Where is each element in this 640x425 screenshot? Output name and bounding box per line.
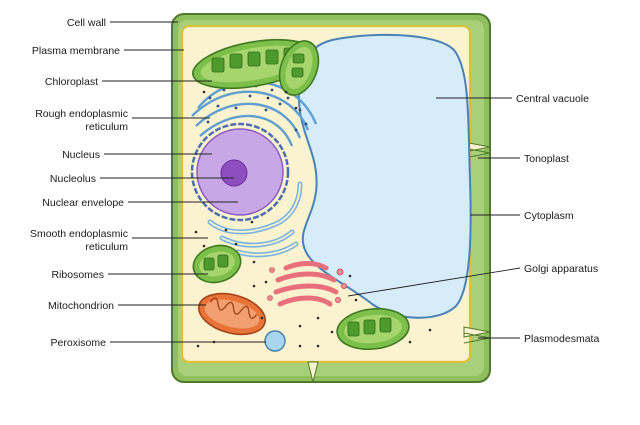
label-ribosomes: Ribosomes xyxy=(51,269,104,281)
label-cell-wall-line: Cell wall xyxy=(67,17,106,29)
label-golgi-apparatus: Golgi apparatus xyxy=(524,263,598,275)
label-golgi-apparatus-line: Golgi apparatus xyxy=(524,263,598,275)
label-plasma-membrane-line: Plasma membrane xyxy=(32,45,120,57)
label-chloroplast-line: Chloroplast xyxy=(45,76,98,88)
mitochondrion-shape xyxy=(197,292,267,336)
label-central-vacuole-line: Central vacuole xyxy=(516,93,589,105)
free-ribosomes xyxy=(194,90,432,348)
rough-er-ribosomes xyxy=(206,84,308,132)
label-cell-wall: Cell wall xyxy=(67,17,106,29)
label-tonoplast: Tonoplast xyxy=(524,153,569,165)
label-mitochondrion-line: Mitochondrion xyxy=(48,300,114,312)
label-nuclear-envelope: Nuclear envelope xyxy=(42,197,124,209)
chloroplast-shape-4 xyxy=(336,307,410,351)
label-mitochondrion: Mitochondrion xyxy=(48,300,114,312)
chloroplast-shape-2 xyxy=(278,40,320,96)
label-nucleolus-line: Nucleolus xyxy=(50,173,96,185)
label-rough-er-line: Rough endoplasmic xyxy=(35,108,128,120)
label-peroxisome: Peroxisome xyxy=(51,337,107,349)
label-tonoplast-line: Tonoplast xyxy=(524,153,569,165)
chloroplast-shape-3 xyxy=(192,244,242,284)
label-smooth-er-line: reticulum xyxy=(85,241,128,253)
label-plasmodesmata: Plasmodesmata xyxy=(524,333,599,345)
leader-lines-left xyxy=(100,21,266,343)
label-smooth-er-line: Smooth endoplasmic xyxy=(30,228,128,240)
label-cytoplasm-line: Cytoplasm xyxy=(524,210,574,222)
label-peroxisome-line: Peroxisome xyxy=(51,337,107,349)
label-nuclear-envelope-line: Nuclear envelope xyxy=(42,197,124,209)
label-ribosomes-line: Ribosomes xyxy=(51,269,104,281)
label-rough-er-line: reticulum xyxy=(85,121,128,133)
nuclear-envelope-shape xyxy=(190,122,290,222)
label-nucleus-line: Nucleus xyxy=(62,149,100,161)
label-plasma-membrane: Plasma membrane xyxy=(32,45,120,57)
golgi-apparatus-shape xyxy=(273,261,339,307)
leader-lines-right xyxy=(347,97,521,339)
label-central-vacuole: Central vacuole xyxy=(516,93,589,105)
label-chloroplast: Chloroplast xyxy=(45,76,98,88)
label-plasmodesmata-line: Plasmodesmata xyxy=(524,333,599,345)
peroxisome-shape xyxy=(264,330,286,352)
label-nucleus: Nucleus xyxy=(62,149,100,161)
plasmodesmata-shape xyxy=(307,141,491,383)
label-nucleolus: Nucleolus xyxy=(50,173,96,185)
nucleolus-shape xyxy=(220,159,248,187)
label-cytoplasm: Cytoplasm xyxy=(524,210,574,222)
